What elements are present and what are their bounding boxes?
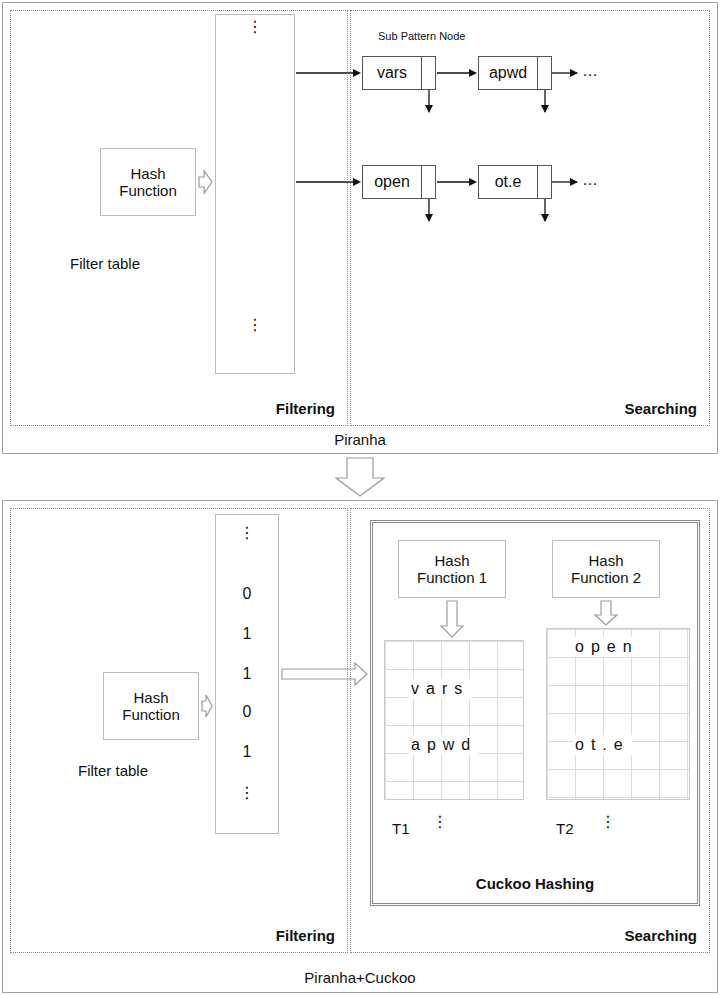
block-arrow-shape — [282, 663, 367, 685]
pattern-entry: ot.e — [573, 735, 632, 755]
table-cell: ⋮ — [216, 315, 294, 334]
pointer-cell — [421, 57, 435, 89]
ellipsis: … — [582, 62, 598, 80]
sub-pattern-node: apwd — [478, 56, 552, 90]
sub-pattern-node: open — [362, 165, 436, 199]
panel-title: Filtering — [276, 400, 335, 417]
hash-function-box: Hash Function — [100, 148, 196, 216]
stage-panel: Searching Cuckoo Hashing Hash Function 1 Ha… — [350, 508, 710, 953]
block-arrow-shape — [595, 601, 617, 625]
table-cell: 1 — [216, 743, 278, 761]
cuckoo-hashing-box: Cuckoo Hashing Hash Function 1 Hash Functi… — [370, 520, 700, 906]
block-arrow-shape — [202, 695, 212, 717]
block-arrow — [199, 171, 212, 193]
list-pointer — [552, 181, 577, 182]
pointer-cell — [421, 166, 435, 198]
block-arrow — [282, 663, 367, 685]
node-label: Hash Function 2 — [565, 552, 647, 587]
list-pointer — [552, 72, 577, 73]
pointer-cell — [537, 166, 551, 198]
panel-title: Piranha — [3, 431, 717, 448]
table-cell: 0 — [216, 585, 278, 603]
pointer-arrow — [296, 69, 361, 77]
stage-panel: Searching vars apwd open ot.e — [350, 10, 710, 426]
pattern-entry: apwd — [409, 735, 479, 755]
pattern-entry: open — [573, 637, 641, 657]
node-label: open — [374, 173, 410, 191]
hash-function-box: Hash Function 1 — [398, 540, 506, 598]
block-arrow-shape — [441, 601, 463, 637]
down-pointer — [544, 90, 545, 112]
panel-title: Searching — [624, 927, 697, 944]
panel-title: Piranha+Cuckoo — [3, 969, 717, 986]
sub-pattern-node: ot.e — [478, 165, 552, 199]
method-panel: Piranha+Cuckoo Filtering Hash Function ⋮ 0 1 1… — [2, 500, 718, 993]
ellipsis: ⋮ — [432, 812, 448, 831]
stage-panel: Filtering Hash Function ⋮ 0 1 1 0 1 ⋮ — [10, 508, 348, 953]
node-label: Hash Function 1 — [411, 552, 493, 587]
block-arrow — [595, 601, 617, 625]
arrow-head — [353, 69, 361, 77]
arrow-line — [437, 72, 470, 73]
panel-title: Searching — [624, 400, 697, 417]
table-label: T1 — [392, 820, 410, 837]
node-label: ot.e — [495, 173, 522, 191]
pointer-cell — [537, 57, 551, 89]
pointer-arrow — [437, 178, 477, 186]
stage-panel: FilteringHash Function⋮⋮ — [10, 10, 348, 426]
filter-table: ⋮⋮ — [215, 14, 295, 374]
table-label: Filter table — [70, 255, 140, 272]
block-arrow-shape — [199, 171, 212, 193]
down-pointer — [428, 90, 429, 112]
table-label: T2 — [556, 820, 574, 837]
table-cell: ⋮ — [216, 783, 278, 802]
ellipsis: ⋮ — [600, 812, 616, 831]
table-label: Filter table — [78, 762, 148, 779]
arrow-head — [469, 178, 477, 186]
arrow-line — [437, 181, 470, 182]
panel-title: Filtering — [276, 927, 335, 944]
block-arrow-shape — [336, 458, 384, 496]
node-label: vars — [377, 64, 407, 82]
hash-function-box: Hash Function 2 — [552, 540, 660, 598]
block-arrow — [202, 695, 212, 717]
hash-function-box: Hash Function — [103, 672, 199, 740]
table-cell: ⋮ — [216, 523, 278, 542]
pointer-arrow — [296, 178, 361, 186]
ellipsis: … — [582, 171, 598, 189]
filter-table: ⋮ 0 1 1 0 1 ⋮ — [215, 514, 279, 834]
block-arrow — [441, 601, 463, 637]
down-pointer — [544, 199, 545, 221]
pointer-arrow — [437, 69, 477, 77]
node-label: Hash Function — [107, 165, 189, 200]
arrow-head — [469, 69, 477, 77]
hash-table: vars apwd — [384, 640, 524, 800]
table-cell: 1 — [216, 625, 278, 643]
node-label: apwd — [489, 64, 527, 82]
table-cell: 0 — [216, 703, 278, 721]
down-pointer — [428, 199, 429, 221]
block-arrow — [336, 458, 384, 496]
node-label: Hash Function — [110, 689, 192, 724]
annotation: Sub Pattern Node — [378, 30, 465, 42]
table-cell: ⋮ — [216, 17, 294, 36]
sub-pattern-node: vars — [362, 56, 436, 90]
arrow-head — [353, 178, 361, 186]
method-panel: PiranhaFilteringHash Function⋮⋮Searching… — [2, 2, 718, 454]
panel-title: Cuckoo Hashing — [373, 875, 697, 892]
pattern-entry: vars — [409, 679, 471, 699]
hash-table: open ot.e — [546, 628, 690, 800]
arrow-line — [296, 72, 354, 73]
table-cell: 1 — [216, 665, 278, 683]
arrow-line — [296, 181, 354, 182]
